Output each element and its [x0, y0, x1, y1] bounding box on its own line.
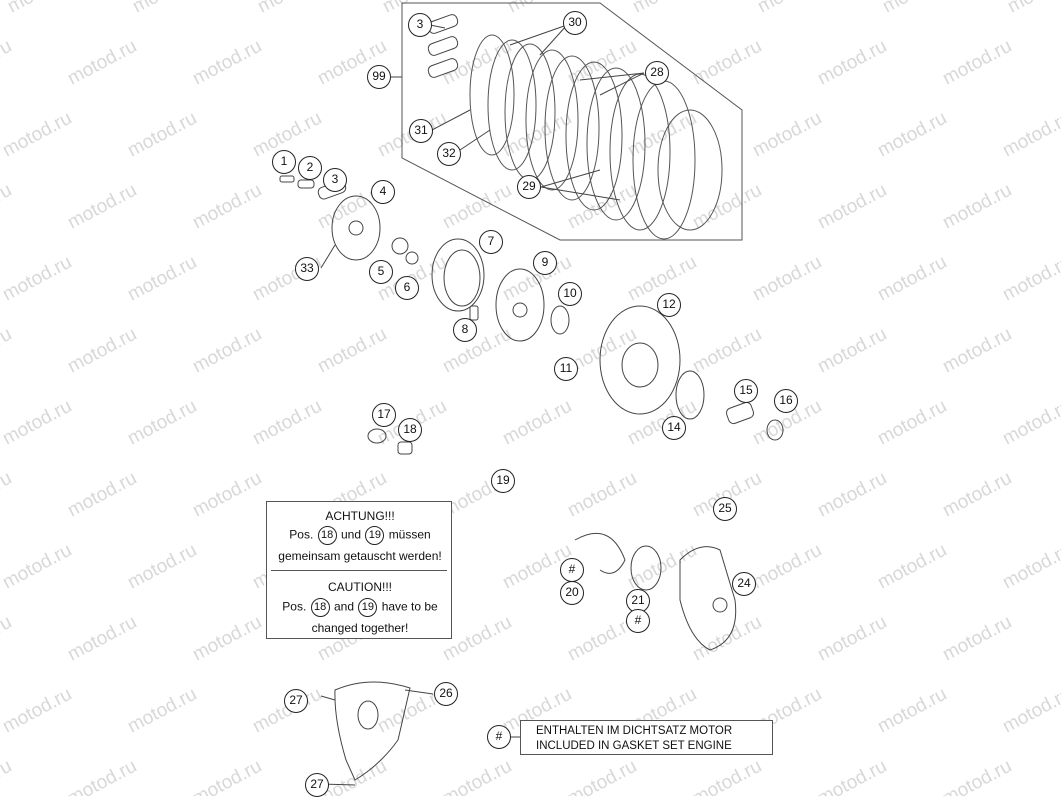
callout-6: 6 — [395, 276, 419, 300]
part-9-plate — [495, 268, 545, 342]
part-20-gasket — [574, 532, 626, 574]
callout-7: 7 — [479, 230, 503, 254]
callout-17: 17 — [372, 403, 396, 427]
clutch-plate-stack — [469, 34, 723, 240]
callout-14: 14 — [662, 416, 686, 440]
part-14-gear — [675, 370, 705, 420]
callout-20: 20 — [560, 581, 584, 605]
notice-en-line3: changed together! — [311, 621, 409, 635]
part-15-sleeve — [725, 401, 755, 425]
callout-2: 2 — [298, 156, 322, 180]
callout-99: 99 — [367, 65, 391, 89]
callout-26: 26 — [434, 682, 458, 706]
part-16-ring — [766, 419, 784, 441]
legend-hash-symbol: # — [487, 725, 511, 749]
part-4-pressure-plate — [331, 195, 381, 261]
part-8-spring — [469, 305, 479, 321]
notice-divider — [271, 570, 447, 571]
callout-29: 29 — [517, 175, 541, 199]
callout-15: 15 — [734, 379, 758, 403]
callout-16: 16 — [774, 389, 798, 413]
notice-de-line3: gemeinsam getauscht werden! — [278, 549, 442, 563]
notice-en-title: CAUTION!!! — [327, 580, 392, 594]
notice-en-line2: Pos. 18 and 19 have to be — [267, 598, 453, 617]
notice-en-have: have to be — [381, 599, 438, 614]
callout-32: 32 — [437, 142, 461, 166]
callout-24: 24 — [732, 572, 756, 596]
notice-en-ref-18: 18 — [310, 598, 330, 617]
callout-3a: 3 — [408, 13, 432, 37]
part-10-washer — [550, 305, 570, 335]
part-21-o-ring — [630, 545, 662, 591]
callout-25: 25 — [713, 497, 737, 521]
callout-4: 4 — [371, 180, 395, 204]
callout-19: 19 — [491, 469, 515, 493]
part-17-washer — [367, 428, 387, 444]
callout-27a: 27 — [284, 689, 308, 713]
callout-33: 33 — [295, 257, 319, 281]
callout-8: 8 — [453, 318, 477, 342]
notice-de-line2: Pos. 18 und 19 müssen — [267, 526, 453, 545]
part-24-cover — [679, 546, 737, 651]
part-26-gasket — [334, 681, 411, 781]
notice-en-pos: Pos. — [282, 599, 307, 614]
notice-de-title: ACHTUNG!!! — [325, 509, 395, 523]
callout-hash1: # — [560, 558, 584, 582]
callout-31: 31 — [409, 119, 433, 143]
leader-lines — [320, 24, 645, 786]
callout-3b: 3 — [323, 168, 347, 192]
callout-hash2: # — [626, 609, 650, 633]
part-2-washer — [297, 179, 315, 189]
callout-12: 12 — [657, 293, 681, 317]
notice-en-ref-19: 19 — [358, 598, 378, 617]
notice-de-must: müssen — [388, 527, 431, 542]
legend-line-en: INCLUDED IN GASKET SET ENGINE — [536, 740, 732, 752]
warning-notice: ACHTUNG!!! Pos. 18 und 19 müssen gemeins… — [266, 501, 452, 639]
gasket-set-legend: ENTHALTEN IM DICHTSATZ MOTOR INCLUDED IN… — [520, 720, 773, 755]
part-5-bearing — [391, 237, 409, 255]
part-18-bushing — [397, 441, 413, 455]
callout-18: 18 — [398, 418, 422, 442]
part-12-clutch-basket — [599, 305, 681, 415]
part-6-washer — [405, 251, 419, 265]
notice-en-and: and — [333, 599, 354, 614]
kit-outline — [401, 2, 743, 241]
callout-10: 10 — [558, 282, 582, 306]
legend-line-de: ENTHALTEN IM DICHTSATZ MOTOR — [536, 725, 733, 737]
callout-5: 5 — [369, 260, 393, 284]
notice-de-pos: Pos. — [289, 527, 314, 542]
callout-9: 9 — [533, 251, 557, 275]
notice-de-ref-18: 18 — [317, 526, 337, 545]
callout-1: 1 — [272, 150, 296, 174]
part-7-inner-hub — [431, 238, 485, 312]
callout-30: 30 — [563, 11, 587, 35]
part-1-bolt — [279, 175, 295, 183]
callout-28: 28 — [645, 61, 669, 85]
callout-27b: 27 — [305, 773, 329, 797]
notice-de-ref-19: 19 — [365, 526, 385, 545]
callout-11: 11 — [554, 357, 578, 381]
notice-de-and: und — [340, 527, 361, 542]
